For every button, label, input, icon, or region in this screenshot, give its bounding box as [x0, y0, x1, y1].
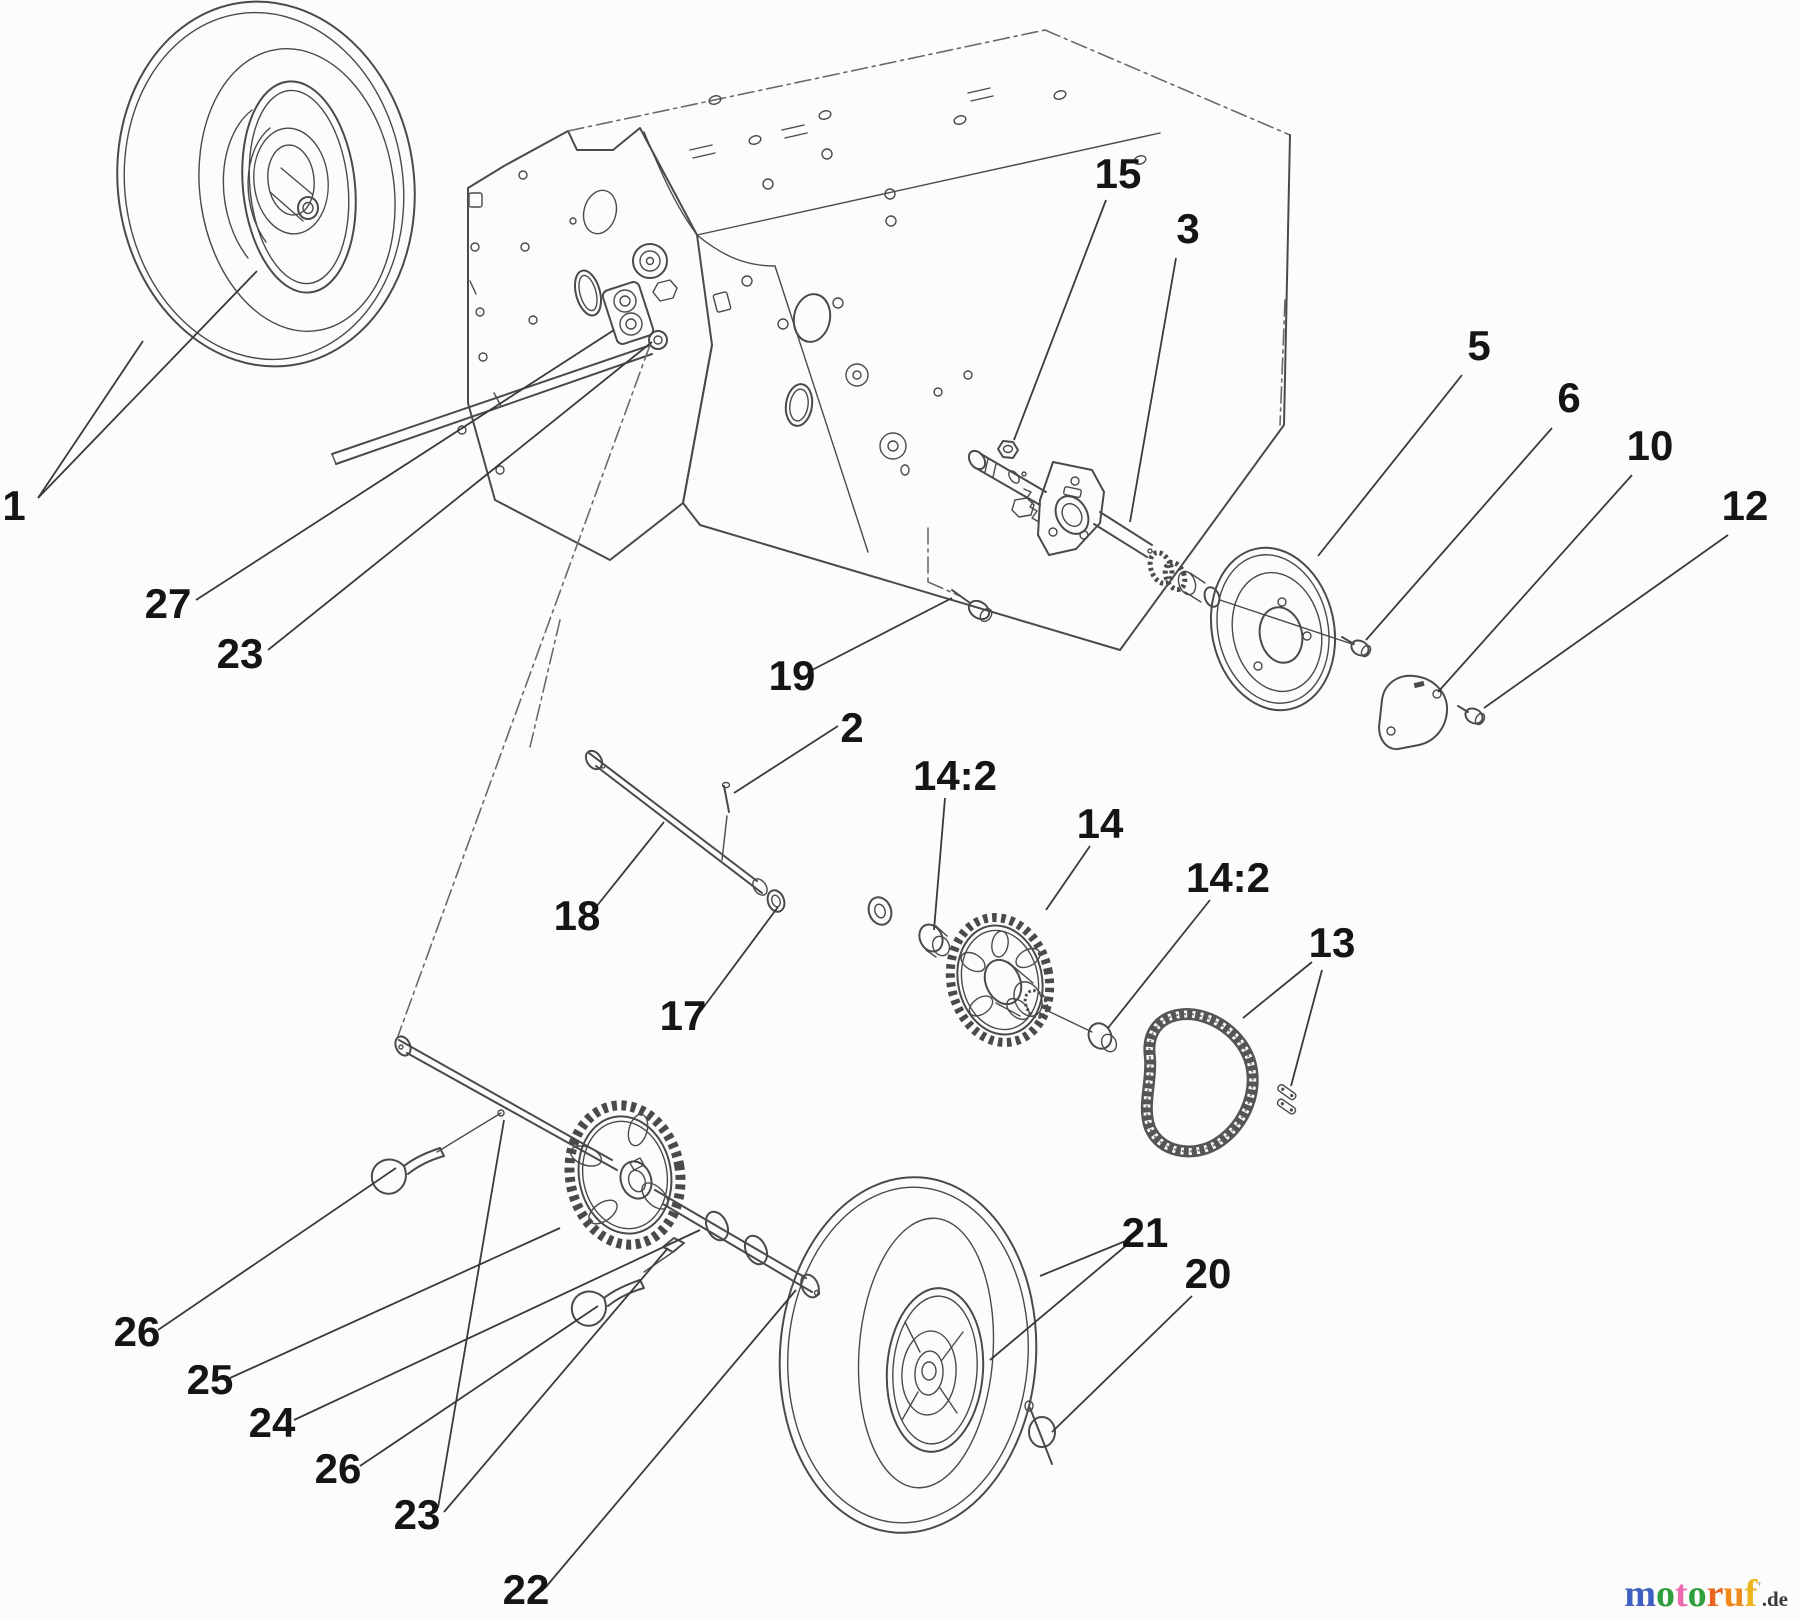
bolt-12	[1457, 705, 1486, 726]
leader-line	[1045, 845, 1091, 911]
callout-14: 14	[1077, 800, 1124, 847]
axle-gear-25	[564, 1100, 686, 1250]
leader-line	[195, 329, 615, 601]
leader-lines	[37, 199, 1729, 1589]
motoruf-logo: motoruf'.de	[1624, 1575, 1788, 1613]
leader-line	[1013, 199, 1107, 441]
callout-27: 27	[145, 580, 192, 627]
leader-line	[37, 270, 258, 499]
leader-line	[157, 1167, 397, 1331]
idler-pulley	[632, 243, 678, 302]
drive-chain-13	[1140, 1007, 1259, 1158]
callout-2: 2	[840, 704, 863, 751]
bushing-14-2-left	[918, 923, 951, 958]
bolt-19	[951, 589, 993, 623]
leader-line	[933, 797, 946, 931]
callout-1: 1	[2, 482, 25, 529]
logo-letter-r: r	[1706, 1573, 1724, 1615]
leader-line	[1129, 257, 1177, 523]
leader-line	[229, 1227, 561, 1379]
callout-17: 17	[660, 992, 707, 1039]
logo-letter-u: u	[1723, 1573, 1745, 1615]
callout-22: 22	[503, 1566, 550, 1613]
bolt-6	[1341, 636, 1372, 658]
leader-line	[37, 340, 144, 499]
leader-line	[293, 1229, 701, 1421]
callout-26-right: 26	[315, 1445, 362, 1492]
logo-letter-o1: o	[1655, 1573, 1675, 1615]
logo-letter-f: f	[1744, 1573, 1758, 1615]
bushing-14-2-right	[1087, 1022, 1118, 1053]
callout-12: 12	[1722, 482, 1769, 529]
logo-letter-m: m	[1624, 1573, 1656, 1615]
logo-letter-t: t	[1674, 1573, 1688, 1615]
axle-assembly-upper	[967, 440, 1221, 608]
leader-line	[544, 1289, 797, 1589]
leader-line	[1051, 1295, 1193, 1433]
callout-23-upper: 23	[217, 630, 264, 677]
callout-20: 20	[1185, 1250, 1232, 1297]
leader-line	[591, 821, 665, 913]
callout-10: 10	[1627, 422, 1674, 469]
washer-17	[766, 889, 893, 926]
callout-15: 15	[1095, 150, 1142, 197]
frame-chassis	[331, 29, 1291, 1037]
callout-5: 5	[1467, 322, 1490, 369]
leader-line	[1242, 961, 1313, 1019]
callout-24: 24	[249, 1399, 296, 1446]
callout-labels: 1 27 23 15 3 5 6 10 12 19 2 14:2 14 14:2…	[2, 150, 1768, 1613]
wheel-assembly-right	[778, 1176, 1038, 1534]
callout-21: 21	[1122, 1209, 1169, 1256]
hairpin-clip-26-right	[570, 1279, 645, 1327]
leader-line	[1317, 374, 1463, 557]
leader-line	[437, 1119, 505, 1509]
axle-flange-plate	[1037, 461, 1105, 556]
leader-line	[443, 1247, 669, 1513]
brake-disc	[1209, 546, 1353, 712]
callout-14-2-right: 14:2	[1186, 854, 1270, 901]
callout-25: 25	[187, 1356, 234, 1403]
callout-26-left: 26	[114, 1308, 161, 1355]
callout-3: 3	[1176, 205, 1199, 252]
clevis-pin-2	[721, 781, 731, 861]
lock-nut-15	[997, 440, 1019, 459]
callout-6: 6	[1557, 374, 1580, 421]
leader-line	[989, 1243, 1129, 1361]
wheel-assembly-left	[116, 0, 416, 368]
leader-line	[699, 906, 779, 1013]
leader-line	[267, 341, 653, 651]
callout-18: 18	[554, 892, 601, 939]
leader-line	[1039, 1239, 1129, 1277]
drive-sprocket-14	[945, 913, 1093, 1047]
callout-13: 13	[1309, 919, 1356, 966]
leader-line	[811, 597, 953, 671]
logo-letter-o2: o	[1687, 1573, 1707, 1615]
leader-line	[1437, 474, 1633, 693]
hex-bearing-block	[601, 281, 655, 345]
leader-line	[359, 1305, 599, 1467]
hairpin-clip-26-left	[370, 1147, 445, 1195]
flange-washer	[648, 330, 668, 350]
leader-line	[1107, 899, 1211, 1029]
shift-rod-18	[584, 749, 768, 896]
callout-23-lower: 23	[394, 1491, 441, 1538]
woodruff-key-23	[643, 1237, 685, 1273]
cover-plate-10	[1378, 674, 1449, 751]
leader-line	[1483, 534, 1729, 709]
leader-line	[1365, 427, 1553, 641]
chain-master-link	[1276, 1084, 1297, 1115]
logo-suffix: .de	[1761, 1587, 1788, 1611]
leader-line	[1290, 969, 1323, 1087]
leader-line	[733, 725, 839, 794]
logo-trademark-tick: '	[1757, 1579, 1762, 1597]
lower-axle-22	[394, 1035, 821, 1299]
callout-19: 19	[769, 652, 816, 699]
assembly-axis-line	[397, 344, 651, 1037]
lynch-pin-20	[1024, 1400, 1056, 1465]
callout-14-2-left: 14:2	[913, 752, 997, 799]
